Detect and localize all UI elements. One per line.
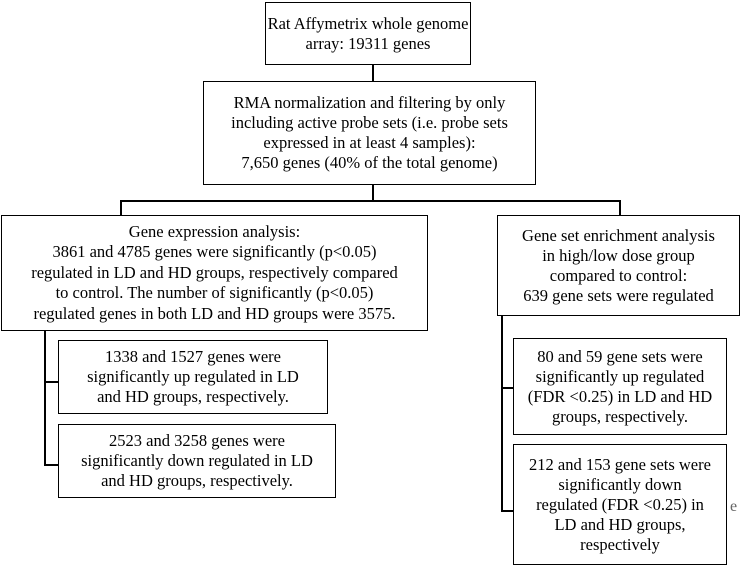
box-gene-expression-analysis: Gene expression analysis: 3861 and 4785 …	[1, 215, 428, 331]
connector-gea-down	[44, 464, 59, 466]
stray-character: e	[730, 498, 738, 515]
box-line: 1338 and 1527 genes were	[105, 347, 281, 366]
connector-normalization-down	[372, 184, 374, 201]
box-gene-set-enrichment-analysis: Gene set enrichment analysis in high/low…	[497, 215, 740, 316]
box-line: 3861 and 4785 genes were significantly (…	[52, 242, 377, 262]
box-line: in high/low dose group	[542, 245, 695, 265]
box-line: significantly up regulated in LD	[87, 367, 299, 386]
box-line: (FDR <0.25) in LD and HD	[527, 386, 713, 406]
box-line: RMA normalization and filtering by only	[233, 93, 506, 112]
box-gsea-down-regulated: 212 and 153 gene sets were significantly…	[513, 444, 727, 565]
box-line: LD and HD groups,	[554, 514, 686, 534]
box-line: expressed in at least 4 samples):	[263, 133, 476, 152]
box-line: 639 gene sets were regulated	[523, 285, 714, 305]
box-gea-down-regulated: 2523 and 3258 genes were significantly d…	[58, 424, 336, 498]
connector-branch-left	[120, 200, 122, 216]
box-line: Rat Affymetrix whole genome	[267, 13, 469, 33]
box-rma-normalization: RMA normalization and filtering by only …	[203, 81, 536, 185]
box-line: regulated genes in both LD and HD groups…	[33, 303, 396, 323]
box-line: and HD groups, respectively.	[97, 387, 289, 406]
connector-branch-right	[619, 200, 621, 216]
connector-gea-spine	[44, 330, 46, 465]
connector-top-to-normalization	[372, 64, 374, 82]
box-line: 80 and 59 gene sets were	[537, 346, 703, 366]
box-line: significantly down regulated in LD	[81, 451, 313, 470]
connector-gsea-spine	[501, 315, 503, 511]
box-line: significantly up regulated	[535, 366, 705, 386]
box-line: regulated in LD and HD groups, respectiv…	[31, 262, 398, 282]
box-line: regulated (FDR <0.25) in	[536, 494, 704, 514]
box-line: to control. The number of significantly …	[55, 283, 374, 303]
box-line: 2523 and 3258 genes were	[109, 431, 285, 450]
box-line: including active probe sets (i.e. probe …	[231, 113, 508, 132]
box-line: respectively	[580, 534, 660, 554]
box-line: 212 and 153 gene sets were	[529, 454, 711, 474]
box-line: 7,650 genes (40% of the total genome)	[241, 153, 498, 172]
box-gsea-up-regulated: 80 and 59 gene sets were significantly u…	[513, 338, 727, 435]
box-line: Gene expression analysis:	[128, 221, 301, 241]
box-gea-up-regulated: 1338 and 1527 genes were significantly u…	[58, 340, 328, 414]
box-line: significantly down	[558, 474, 682, 494]
box-line: and HD groups, respectively.	[101, 471, 293, 490]
box-genome-array: Rat Affymetrix whole genome array: 19311…	[265, 2, 471, 65]
connector-branch-horizontal	[120, 200, 620, 202]
box-line: compared to control:	[549, 265, 688, 285]
connector-gsea-up	[501, 387, 514, 389]
connector-gea-up	[44, 381, 59, 383]
connector-gsea-down	[501, 510, 514, 512]
box-line: groups, respectively.	[552, 406, 688, 426]
box-line: Gene set enrichment analysis	[522, 225, 715, 245]
box-line: array: 19311 genes	[305, 33, 431, 53]
